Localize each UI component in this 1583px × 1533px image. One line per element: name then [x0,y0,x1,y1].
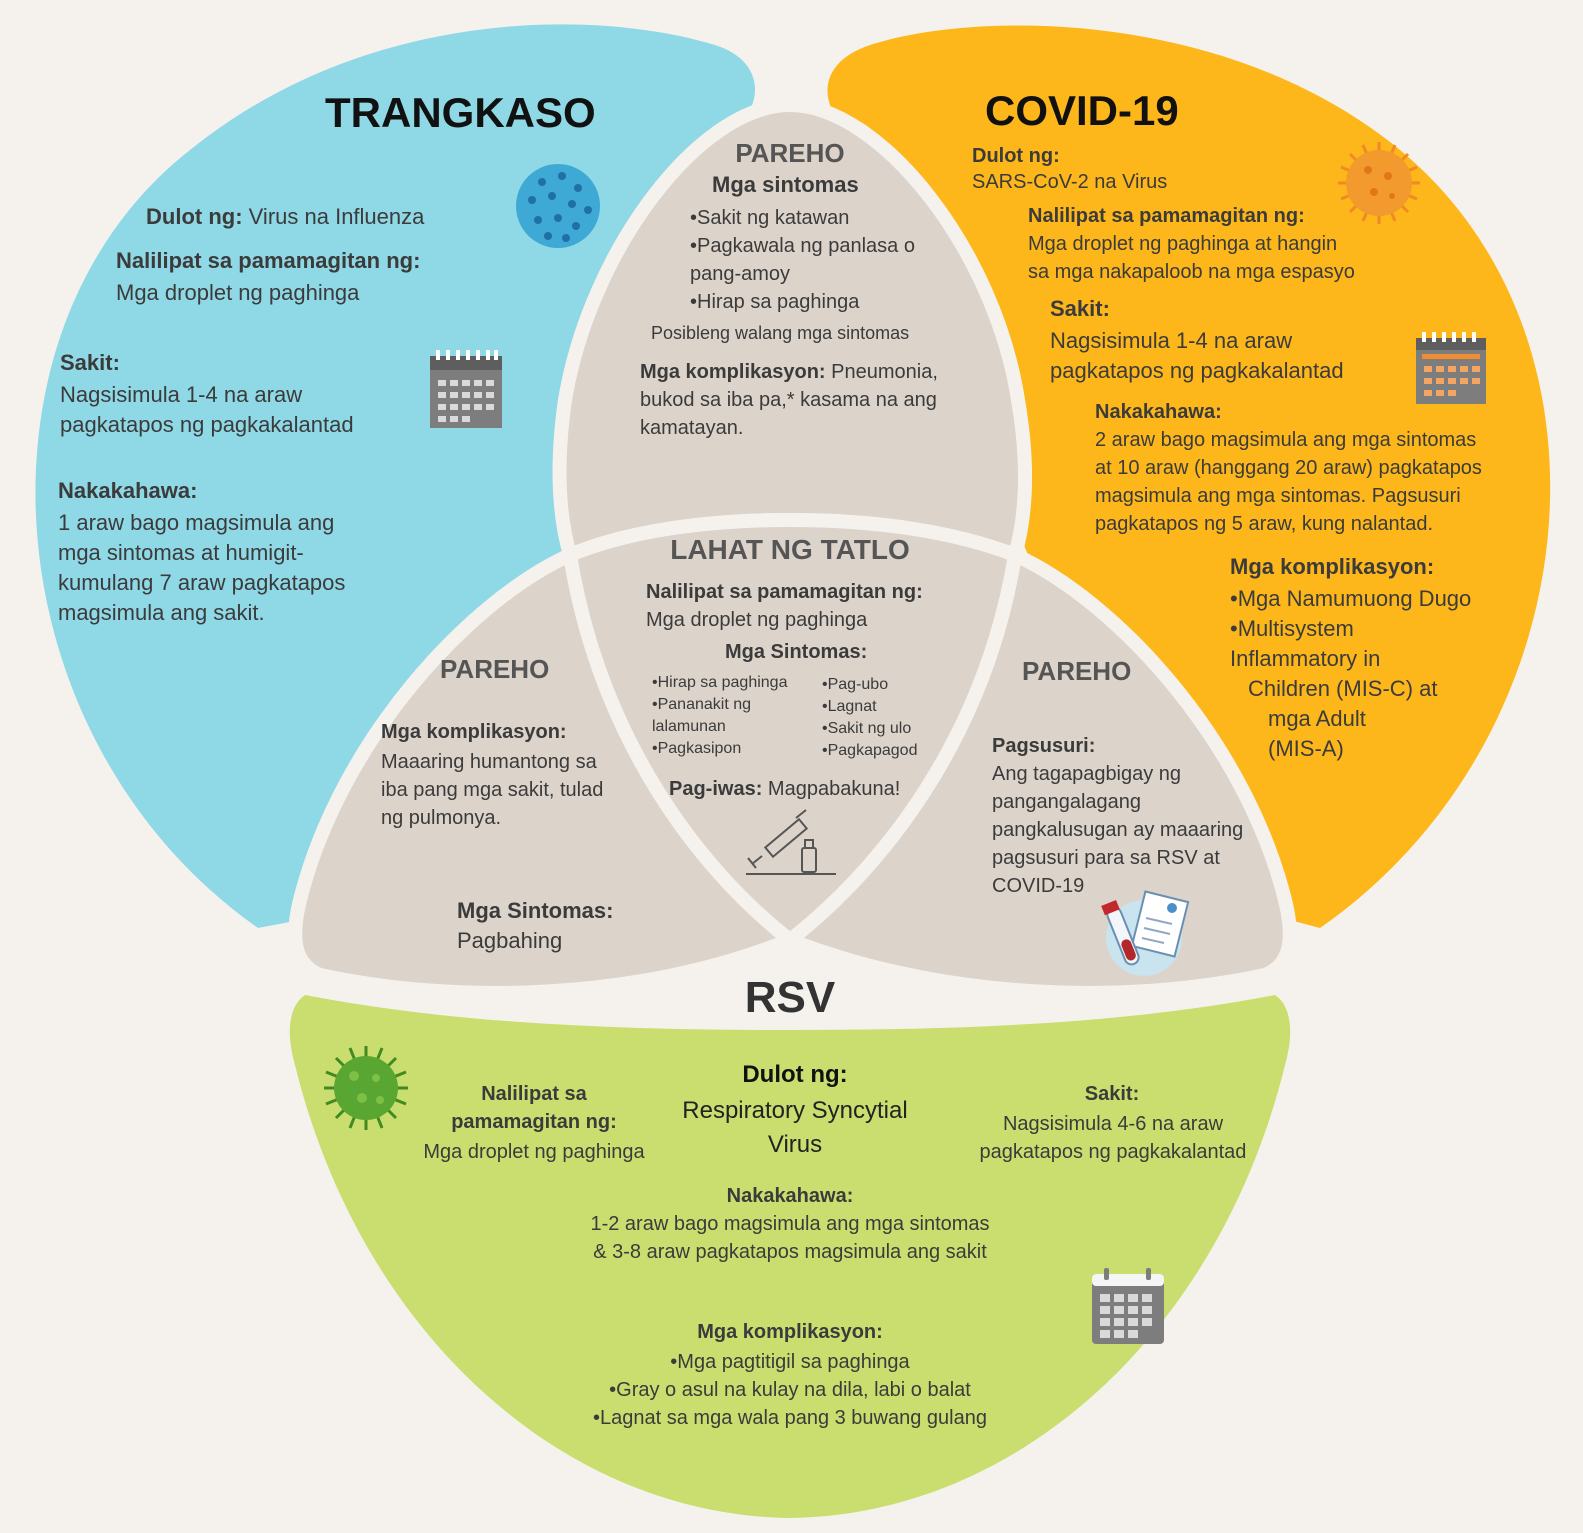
flu-rsv-title: PAREHO [440,654,550,684]
overlap-all-three [562,512,1023,949]
flu-covid-no-symptoms: Posibleng walang mga sintomas [651,323,910,343]
coronavirus-icon [1338,142,1420,224]
rsv-contagious-label: Nakakahawa: [726,1185,854,1207]
syringe-vial-icon [746,809,836,875]
covid-illness-label: Sakit: [1050,296,1110,321]
calendar-icon [1416,332,1486,404]
flu-transmit-label: Nalilipat sa pamamagitan ng: [116,248,421,273]
covid-circle [827,25,1551,929]
rsv-illness-label: Sakit: [1084,1083,1140,1105]
rsv-complications-label: Mga komplikasyon: [697,1321,883,1343]
all-three-symptoms-label: Mga Sintomas: [725,641,868,663]
covid-contagious-label: Nakakahawa: [1095,401,1222,423]
flu-rsv-complications-label: Mga komplikasyon: [381,721,567,743]
calendar-icon [430,350,502,428]
all-three-title: LAHAT NG TATLO [670,534,910,565]
covid-transmit-label: Nalilipat sa pamamagitan ng: [1028,205,1305,227]
flu-rsv-symptoms-label: Mga Sintomas: [457,898,614,923]
covid-rsv-title: PAREHO [1022,656,1132,686]
flu-covid-title: PAREHO [735,138,845,168]
flu-cause: Dulot ng: Virus na Influenza [146,204,425,229]
rsv-virus-icon [324,1046,408,1130]
covid-complications-label: Mga komplikasyon: [1230,554,1435,579]
flu-covid-symptoms-label: Mga sintomas [712,172,859,197]
rsv-complications: •Mga pagtitigil sa paghinga•Gray o asul … [593,1351,987,1429]
rsv-circle [289,995,1291,1518]
all-three-symptoms-right: •Pag-ubo•Lagnat •Sakit ng ulo•Pagkapagod [822,676,918,759]
flu-title: TRANGKASO [325,89,596,136]
flu-covid-complications: Mga komplikasyon: Pneumonia, bukod sa ib… [640,361,938,439]
covid-rsv-testing-label: Pagsusuri: [992,735,1096,757]
all-three-symptoms-left: •Hirap sa paghinga•Pananakit ng lalamuna… [652,674,788,757]
flu-contagious-label: Nakakahawa: [58,478,198,503]
flu-illness-label: Sakit: [60,350,120,375]
flu-covid-symptoms: •Sakit ng katawan•Pagkawala ng panlasa o… [690,207,915,313]
all-three-prevention: Pag-iwas: Magpabakuna! [669,778,901,800]
flu-circle [35,24,755,929]
all-three-transmit: Mga droplet ng paghinga [646,609,868,631]
calendar-icon [1092,1268,1164,1344]
all-three-transmit-label: Nalilipat sa pamamagitan ng: [646,581,923,603]
covid-cause: SARS-CoV-2 na Virus [972,171,1168,193]
covid-complications: •Mga Namumuong Dugo •Multisystem Inflamm… [1230,586,1472,761]
covid-cause-label: Dulot ng: [972,145,1060,167]
rsv-transmit: Mga droplet ng paghinga [423,1141,645,1163]
rsv-contagious: 1-2 araw bago magsimula ang mga sintomas… [590,1213,990,1263]
rsv-title: RSV [744,973,836,1022]
covid-title: COVID-19 [985,87,1179,134]
test-tube-report-icon [1101,890,1190,976]
rsv-cause-label: Dulot ng: [742,1061,848,1088]
flu-rsv-symptoms: Pagbahing [457,928,563,953]
influenza-virus-icon [516,164,600,248]
flu-transmit: Mga droplet ng paghinga [116,280,360,305]
